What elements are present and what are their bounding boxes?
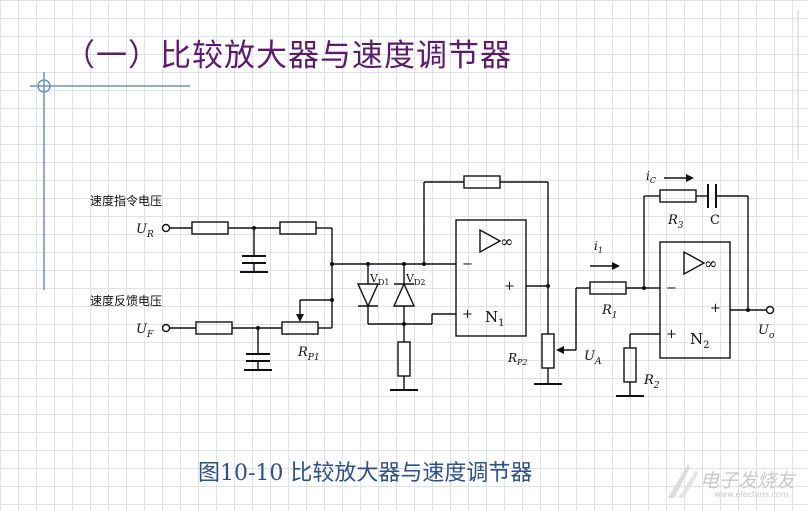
ic-label: iC: [646, 169, 656, 185]
n2-out-plus: +: [710, 301, 721, 316]
watermark-text: 电子发烧友: [700, 470, 796, 492]
ur-terminal: [161, 223, 171, 233]
resistor-uf: [195, 321, 233, 335]
speed-command-label: 速度指令电压: [90, 193, 162, 208]
n2-plus: +: [666, 327, 677, 342]
n2-label: N2: [690, 330, 710, 351]
diode-vd1: [356, 283, 380, 308]
ur-label: UR: [136, 222, 154, 240]
n1-label: N1: [485, 308, 505, 329]
resistor-ur-2: [279, 221, 317, 235]
capacitor-c-label: C: [710, 213, 720, 228]
infinity-symbol-n2: ∞: [704, 254, 717, 273]
r2-label: R2: [643, 373, 660, 391]
opamp-n1: [455, 219, 527, 337]
diode-vd2: [392, 282, 416, 307]
ef-logo-icon: [668, 464, 698, 498]
vd1-label: VD1: [369, 272, 389, 287]
potentiometer-rp1: [281, 321, 319, 335]
infinity-symbol-n1: ∞: [500, 232, 513, 251]
n1-plus: +: [462, 307, 473, 322]
resistor-r1: [589, 281, 627, 295]
resistor-ground-n1: [397, 341, 411, 377]
uo-label: Uo: [758, 323, 775, 341]
slide-title: （一）比较放大器与速度调节器: [64, 38, 512, 74]
n1-minus: −: [462, 257, 473, 272]
watermark-url: www.elecfans.com: [714, 490, 789, 499]
resistor-ur-1: [191, 221, 229, 235]
r1-label: R1: [601, 303, 618, 321]
figure-caption: 图10-10 比较放大器与速度调节器: [198, 461, 533, 486]
uf-label: UF: [136, 322, 154, 340]
ua-label: UA: [584, 349, 602, 367]
uf-terminal: [161, 323, 171, 333]
r3-label: R3: [667, 213, 684, 231]
i1-label: i1: [594, 239, 603, 255]
n1-out-plus: +: [504, 279, 515, 294]
rp1-label: RP1: [297, 345, 320, 363]
rp2-label: RP2: [507, 351, 528, 367]
uo-terminal: [765, 305, 775, 315]
resistor-r3: [659, 189, 697, 203]
speed-feedback-label: 速度反馈电压: [90, 293, 162, 308]
resistor-r2: [623, 347, 637, 383]
vd2-label: VD2: [405, 272, 425, 287]
n2-minus: −: [666, 281, 677, 296]
opamp-n2: [659, 241, 731, 359]
resistor-feedback-n1: [463, 175, 501, 189]
potentiometer-rp2: [541, 333, 555, 369]
